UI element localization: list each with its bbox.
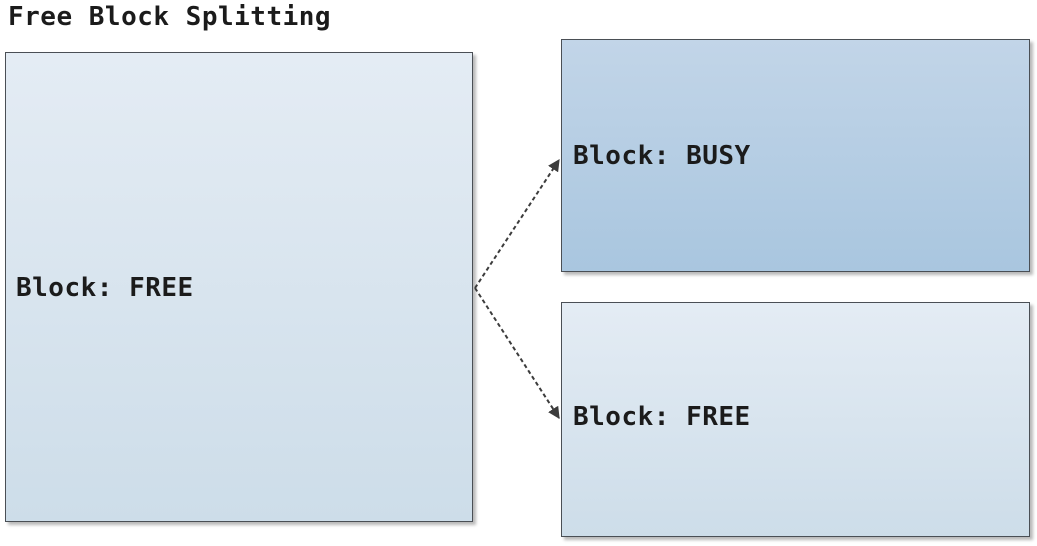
- result-free-block: Block: FREE: [561, 302, 1030, 537]
- connector-to-free-block: [474, 287, 560, 420]
- busy-block: Block: BUSY: [561, 39, 1030, 272]
- result-free-block-label: Block: FREE: [573, 402, 751, 432]
- connector-to-busy-block: [474, 158, 560, 289]
- source-free-block: Block: FREE: [5, 52, 473, 522]
- diagram-title: Free Block Splitting: [8, 2, 332, 32]
- busy-block-label: Block: BUSY: [573, 141, 751, 171]
- source-free-block-label: Block: FREE: [16, 273, 194, 303]
